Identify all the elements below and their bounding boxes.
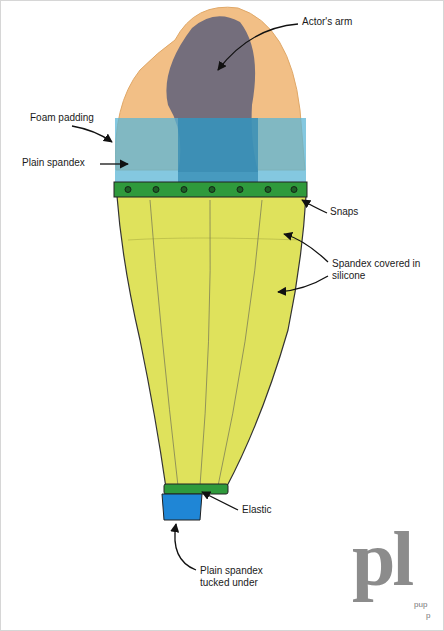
watermark-logo: pl [352, 520, 411, 598]
part-label: Spandex covered in silicone [332, 258, 422, 282]
leader-lines [72, 24, 328, 570]
part-label: Foam padding [30, 112, 94, 124]
snap-strip [114, 182, 307, 197]
arm-under-spandex [178, 118, 258, 184]
sleeve-seams [150, 200, 262, 486]
part-label: Actor's arm [302, 16, 352, 28]
sleeve-fold [128, 238, 300, 240]
watermark-text: pup [414, 600, 427, 610]
plain-spandex-band [115, 118, 306, 184]
snaps [125, 187, 297, 193]
silicone-sleeve [117, 196, 306, 488]
watermark-text: p [426, 611, 430, 621]
elastic-band [164, 484, 228, 494]
tucked-spandex [162, 494, 202, 520]
part-label: Plain spandex tucked under [200, 565, 280, 589]
part-label: Plain spandex [22, 157, 85, 169]
part-label: Snaps [330, 206, 358, 218]
part-label: Elastic [242, 504, 271, 516]
